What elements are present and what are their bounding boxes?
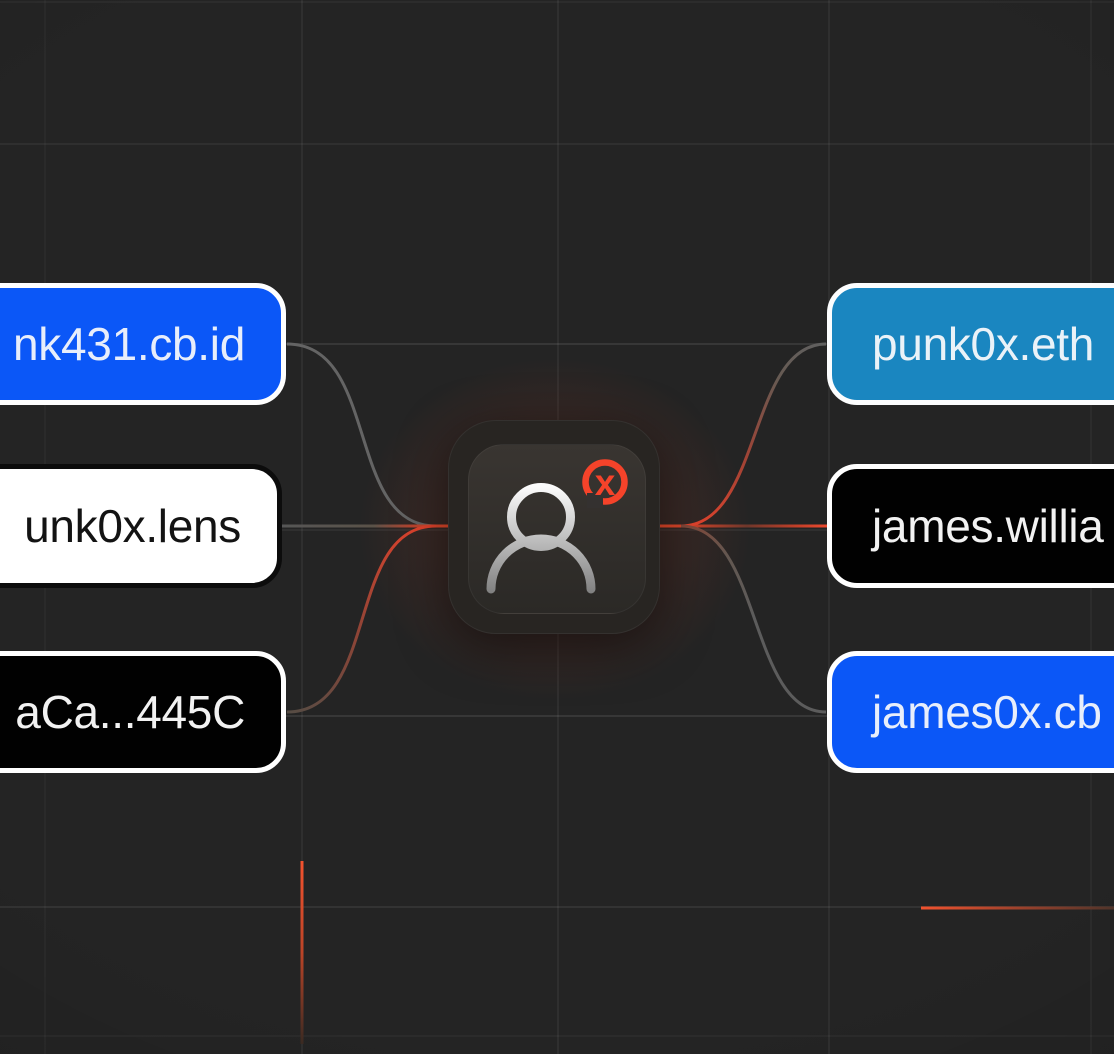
node-james-willia[interactable]: james.willia xyxy=(827,464,1114,588)
grid-line xyxy=(0,715,1114,717)
node-nk431-cb-id[interactable]: nk431.cb.id xyxy=(0,283,286,405)
node-label: james.willia xyxy=(872,500,1104,552)
edge-right-bottom[interactable] xyxy=(680,524,827,714)
badge-x-glyph: x xyxy=(595,462,616,503)
node-james0x-cb[interactable]: james0x.cb xyxy=(827,651,1114,773)
edge-left-bottom[interactable] xyxy=(286,524,437,714)
node-label: james0x.cb xyxy=(872,686,1102,738)
node-punk0x-eth[interactable]: punk0x.eth xyxy=(827,283,1114,405)
badge-circle-gap xyxy=(587,493,603,508)
node-label: unk0x.lens xyxy=(24,500,241,552)
node-unk0x-lens[interactable]: unk0x.lens xyxy=(0,464,282,588)
center-node-inner xyxy=(468,444,646,614)
grid-line xyxy=(0,143,1114,145)
node-aca-445c[interactable]: aCa...445C xyxy=(0,651,286,773)
grid-line xyxy=(0,906,1114,908)
grid-line xyxy=(0,343,1114,345)
node-label: aCa...445C xyxy=(15,686,245,738)
center-identity-node[interactable]: x xyxy=(448,420,660,634)
node-label: nk431.cb.id xyxy=(13,318,245,370)
edge-right-top[interactable] xyxy=(680,342,827,528)
x-circle-icon: x xyxy=(582,459,628,508)
node-label: punk0x.eth xyxy=(872,318,1095,370)
grid-line xyxy=(0,1,1114,3)
person-icon xyxy=(486,483,596,594)
center-node-icons: x xyxy=(486,459,628,594)
edge-left-top[interactable] xyxy=(286,342,437,528)
